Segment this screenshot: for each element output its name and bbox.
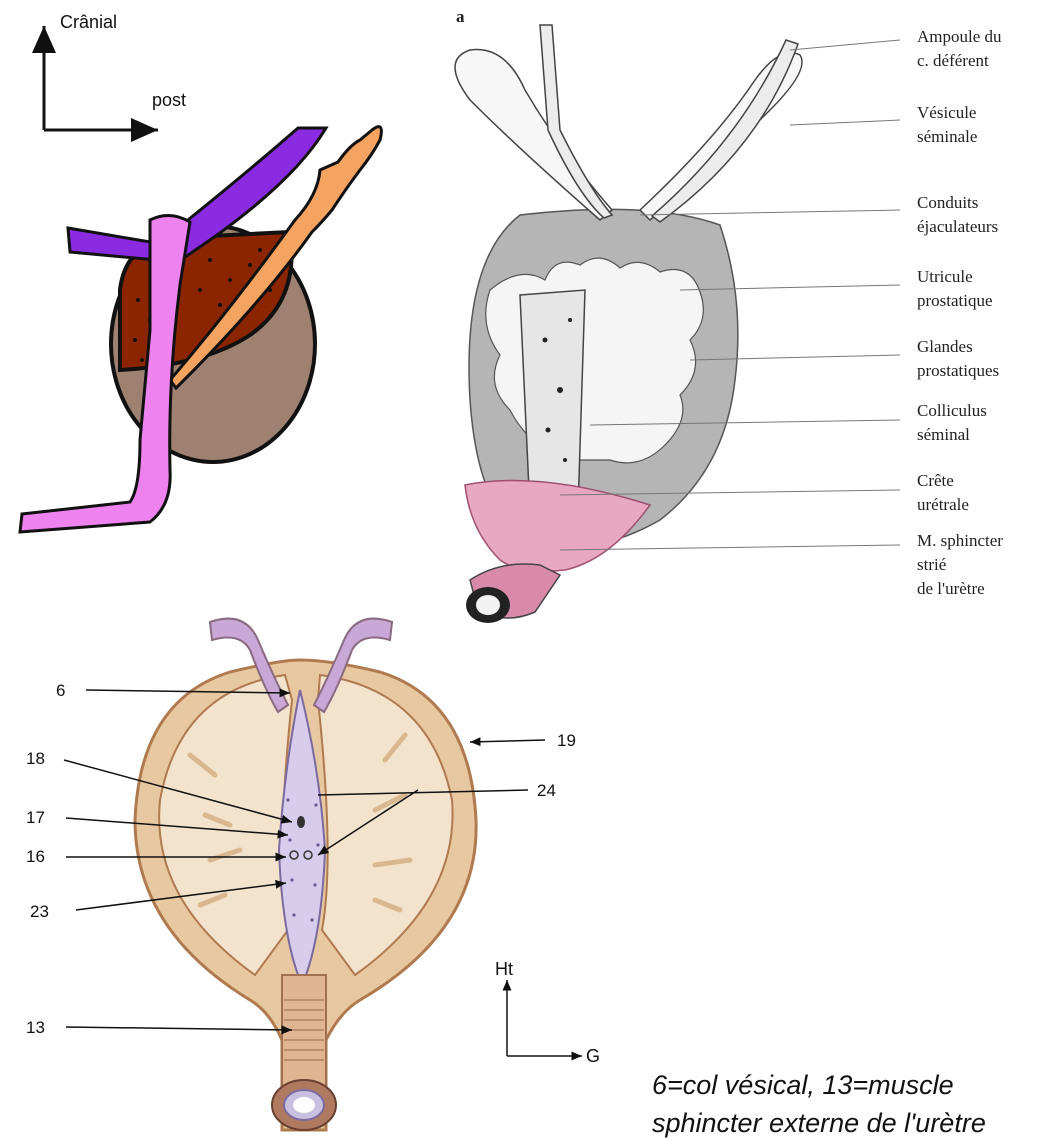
label-crete-1: Crête [917,471,954,490]
urethra-column [520,290,585,512]
axis-label-post: post [152,90,186,110]
membranous-urethra [282,975,326,1095]
label-vesicule-1: Vésicule [917,103,976,122]
urethra-pink [20,215,190,532]
label-sphincter-2: strié [917,555,946,574]
label-conduits-2: éjaculateurs [917,217,998,236]
label-colliculus-1: Colliculus [917,401,987,420]
label-23: 23 [30,902,49,921]
caption-line-2: sphincter externe de l'urètre [652,1108,986,1138]
label-crete-2: urétrale [917,495,969,514]
label-utricule-2: prostatique [917,291,993,310]
label-19: 19 [557,731,576,750]
axis-label-cranial: Crânial [60,12,117,32]
label-ampoule-1: Ampoule du [917,27,1002,46]
caption-line-1: 6=col vésical, 13=muscle [652,1070,954,1100]
axis-label-ht: Ht [495,959,513,979]
label-18: 18 [26,749,45,768]
orientation-axes-bottom: Ht G [495,959,600,1066]
label-colliculus-2: séminal [917,425,970,444]
label-vesicule-2: séminale [917,127,977,146]
orientation-axes-top: Crânial post [44,12,186,130]
anatomical-drawing-prostate: a [455,7,1003,623]
anatomy-labels-right: Ampoule du c. déférent Vésicule séminale… [917,27,1003,598]
label-24: 24 [537,781,556,800]
label-glandes-1: Glandes [917,337,973,356]
label-ampoule-2: c. déférent [917,51,989,70]
label-utricule-1: Utricule [917,267,973,286]
label-16: 16 [26,847,45,866]
label-13: 13 [26,1018,45,1037]
label-6: 6 [56,681,65,700]
utricle-opening [297,816,305,828]
panel-letter: a [456,7,465,26]
label-sphincter-3: de l'urètre [917,579,985,598]
label-17: 17 [26,808,45,827]
caption: 6=col vésical, 13=muscle sphincter exter… [652,1070,986,1138]
axis-label-g: G [586,1046,600,1066]
coronal-section-prostate: 6 19 18 24 17 16 23 13 Ht G [26,619,600,1130]
label-conduits-1: Conduits [917,193,978,212]
label-sphincter-1: M. sphincter [917,531,1003,550]
label-glandes-2: prostatiques [917,361,999,380]
schematic-prostate: Crânial post [20,12,381,532]
